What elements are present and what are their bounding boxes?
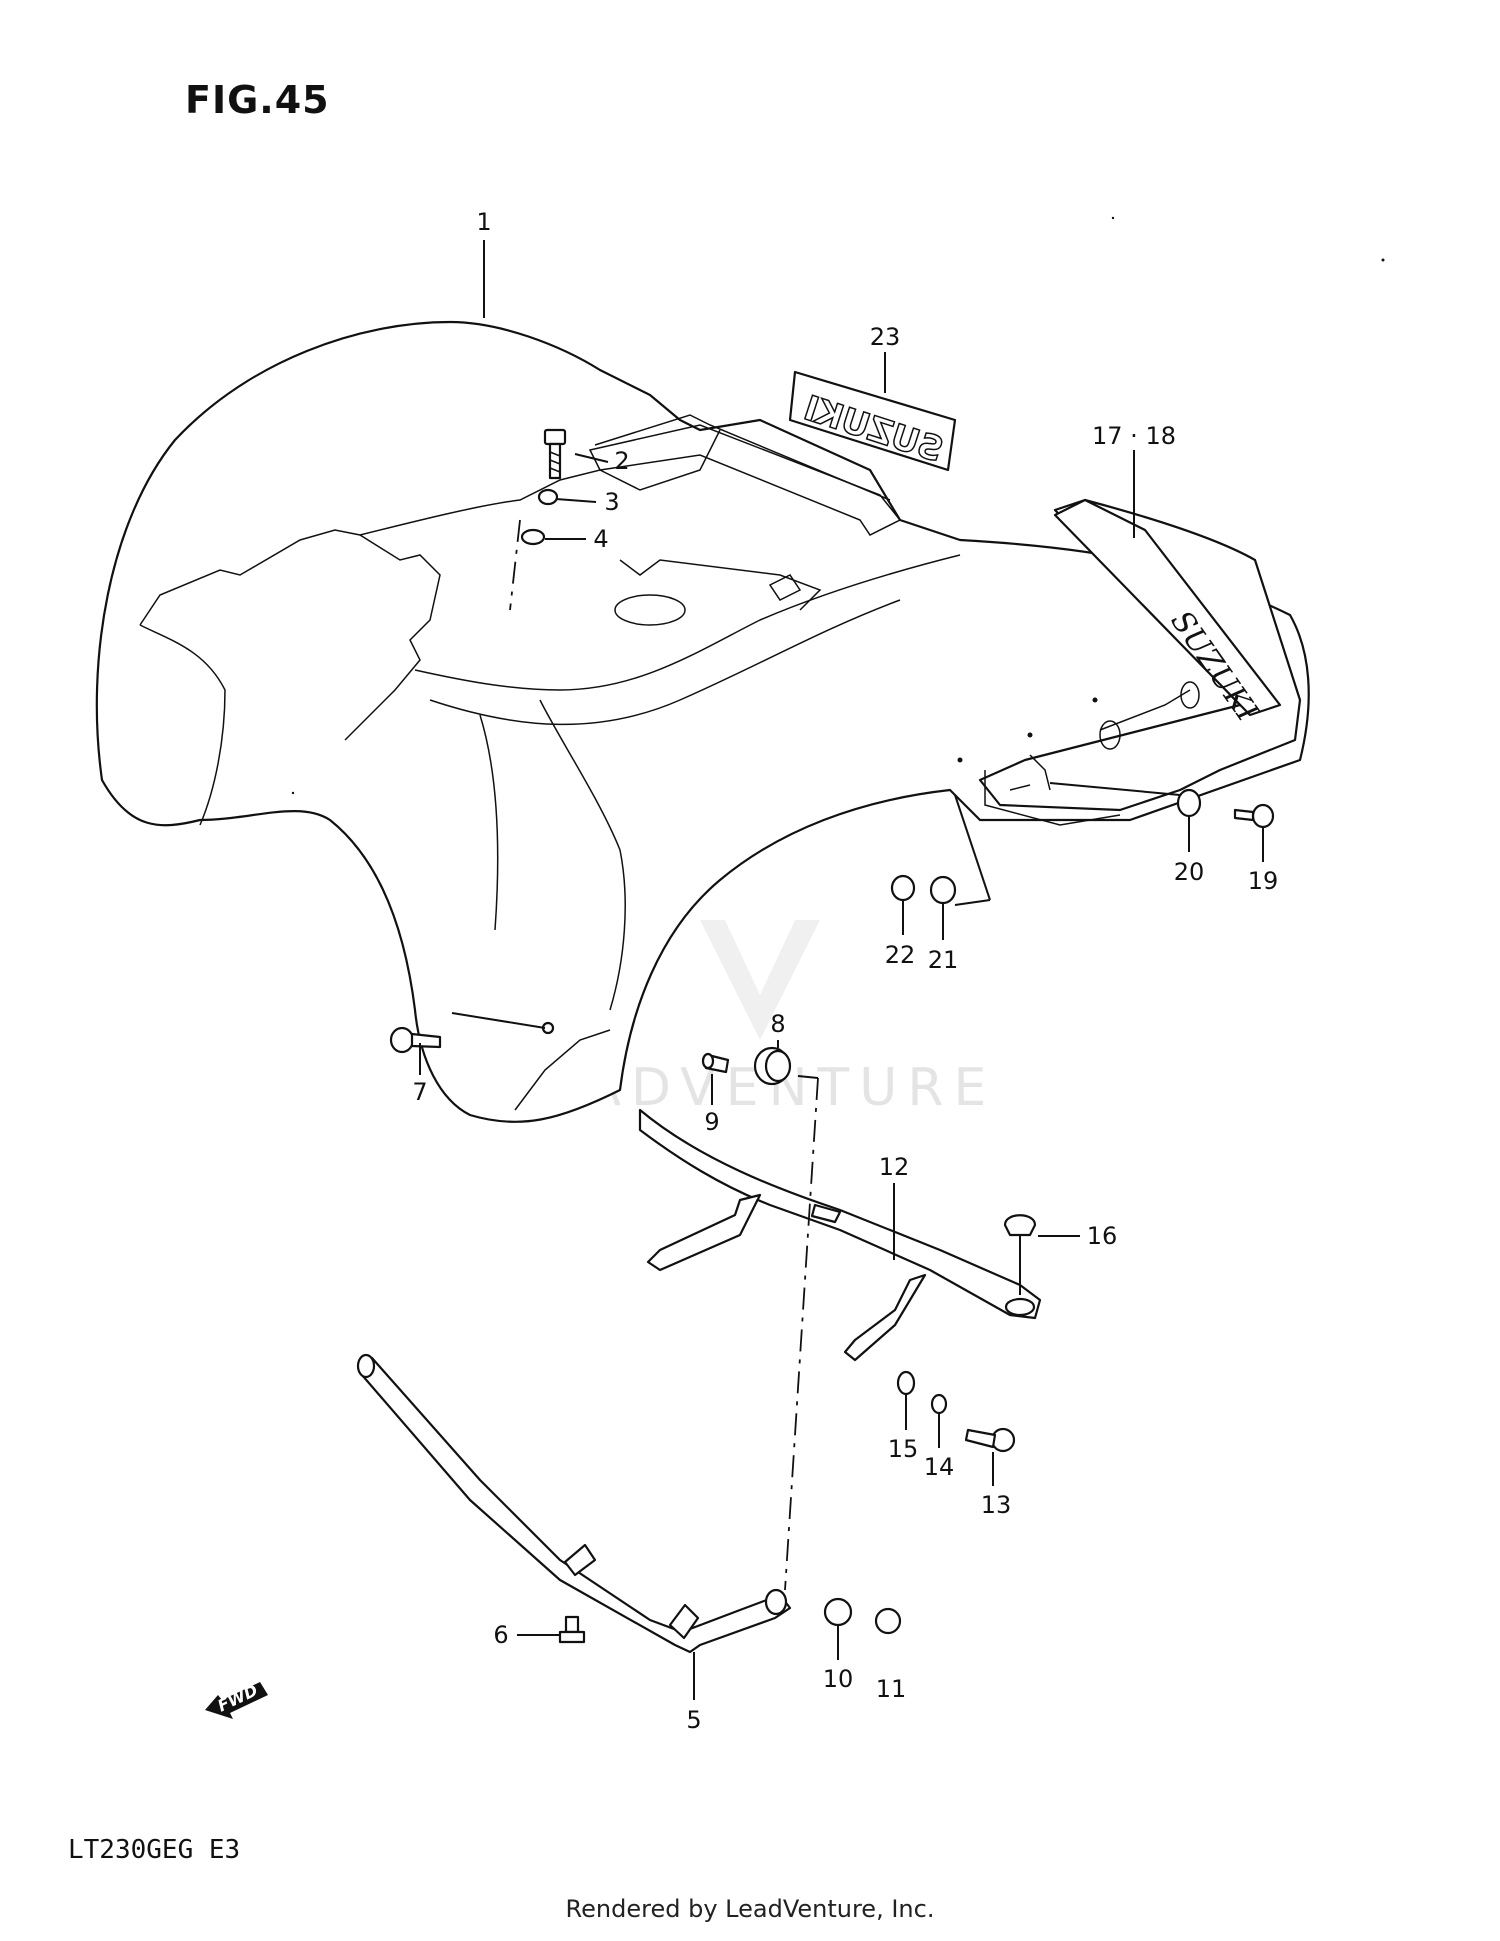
bolt-2 — [543, 428, 567, 480]
bolt-13 — [964, 1427, 1016, 1453]
callout-14: 14 — [924, 1453, 955, 1481]
callout-20: 20 — [1174, 858, 1205, 886]
callout-8: 8 — [770, 1010, 785, 1038]
washer-14 — [930, 1393, 948, 1415]
leader-lines — [419, 240, 1264, 1700]
model-code: LT230GEG E3 — [68, 1835, 241, 1865]
fender-edge — [514, 1029, 611, 1111]
callout-9: 9 — [704, 1108, 719, 1136]
nut-10 — [823, 1597, 853, 1627]
bolt-6 — [558, 1615, 586, 1644]
washer-20 — [1176, 788, 1202, 818]
nut-22 — [890, 874, 916, 902]
screw-7 — [389, 1026, 442, 1054]
callout-10: 10 — [823, 1665, 854, 1693]
fwd-label: FWD — [215, 1681, 261, 1716]
rear-fender — [95, 320, 1310, 1123]
credit-line: Rendered by LeadVenture, Inc. — [565, 1895, 935, 1923]
washer-3 — [537, 488, 559, 506]
nut-11 — [874, 1607, 902, 1635]
callout-4: 4 — [593, 525, 608, 553]
collar-9 — [701, 1052, 730, 1074]
callout-1: 1 — [476, 208, 491, 236]
washer-15 — [896, 1370, 916, 1396]
callout-7: 7 — [412, 1078, 427, 1106]
callout-13: 13 — [981, 1491, 1012, 1519]
callouts: 1 2 3 4 5 6 7 8 9 10 11 12 13 14 15 16 1… — [412, 208, 1278, 1734]
callout-3: 3 — [604, 488, 619, 516]
callout-2: 2 — [614, 447, 629, 475]
callout-11: 11 — [876, 1675, 907, 1703]
figure-title: FIG.45 — [185, 78, 330, 122]
callout-19: 19 — [1248, 867, 1279, 895]
grommet-8 — [753, 1046, 792, 1086]
callout-22: 22 — [885, 941, 916, 969]
nut-4 — [520, 528, 546, 546]
callout-15: 15 — [888, 1435, 919, 1463]
callout-6: 6 — [493, 1621, 508, 1649]
callout-17-18: 17 · 18 — [1092, 422, 1176, 450]
callout-16: 16 — [1087, 1222, 1118, 1250]
washer-21 — [929, 875, 957, 905]
bracket-5 — [356, 1353, 792, 1654]
callout-23: 23 — [870, 323, 901, 351]
callout-21: 21 — [928, 946, 959, 974]
brace-12 — [638, 1108, 1042, 1362]
cap-16 — [1003, 1214, 1037, 1237]
callout-12: 12 — [879, 1153, 910, 1181]
screw-19 — [1233, 803, 1275, 829]
callout-5: 5 — [686, 1706, 701, 1734]
fwd-arrow-icon: FWD — [205, 1681, 268, 1719]
